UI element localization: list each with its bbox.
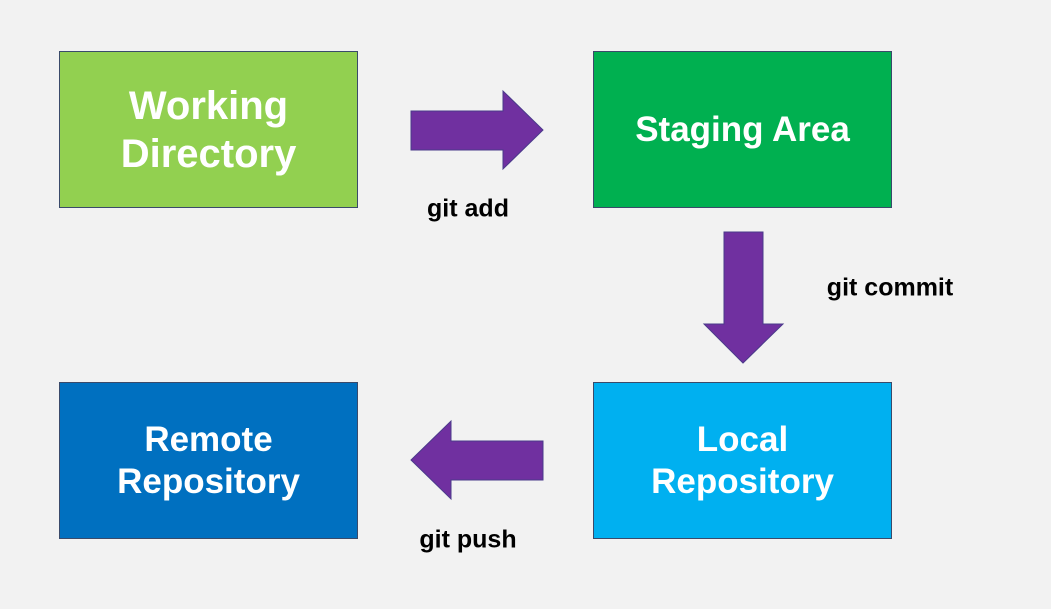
local-repository-label: Local Repository (651, 419, 834, 501)
left-arrow (410, 419, 544, 501)
git-commit-label: git commit (826, 273, 954, 302)
git-push-label: git push (419, 525, 517, 554)
remote-repository-box: Remote Repository (59, 382, 358, 539)
right-arrow (410, 89, 544, 171)
staging-area-label: Staging Area (635, 109, 850, 149)
working-directory-label: Working Directory (120, 83, 297, 176)
down-arrow (702, 231, 785, 364)
git-add-label: git add (427, 194, 509, 223)
local-repository-box: Local Repository (593, 382, 892, 539)
staging-area-box: Staging Area (593, 51, 892, 208)
remote-repository-label: Remote Repository (117, 419, 300, 501)
working-directory-box: Working Directory (59, 51, 358, 208)
